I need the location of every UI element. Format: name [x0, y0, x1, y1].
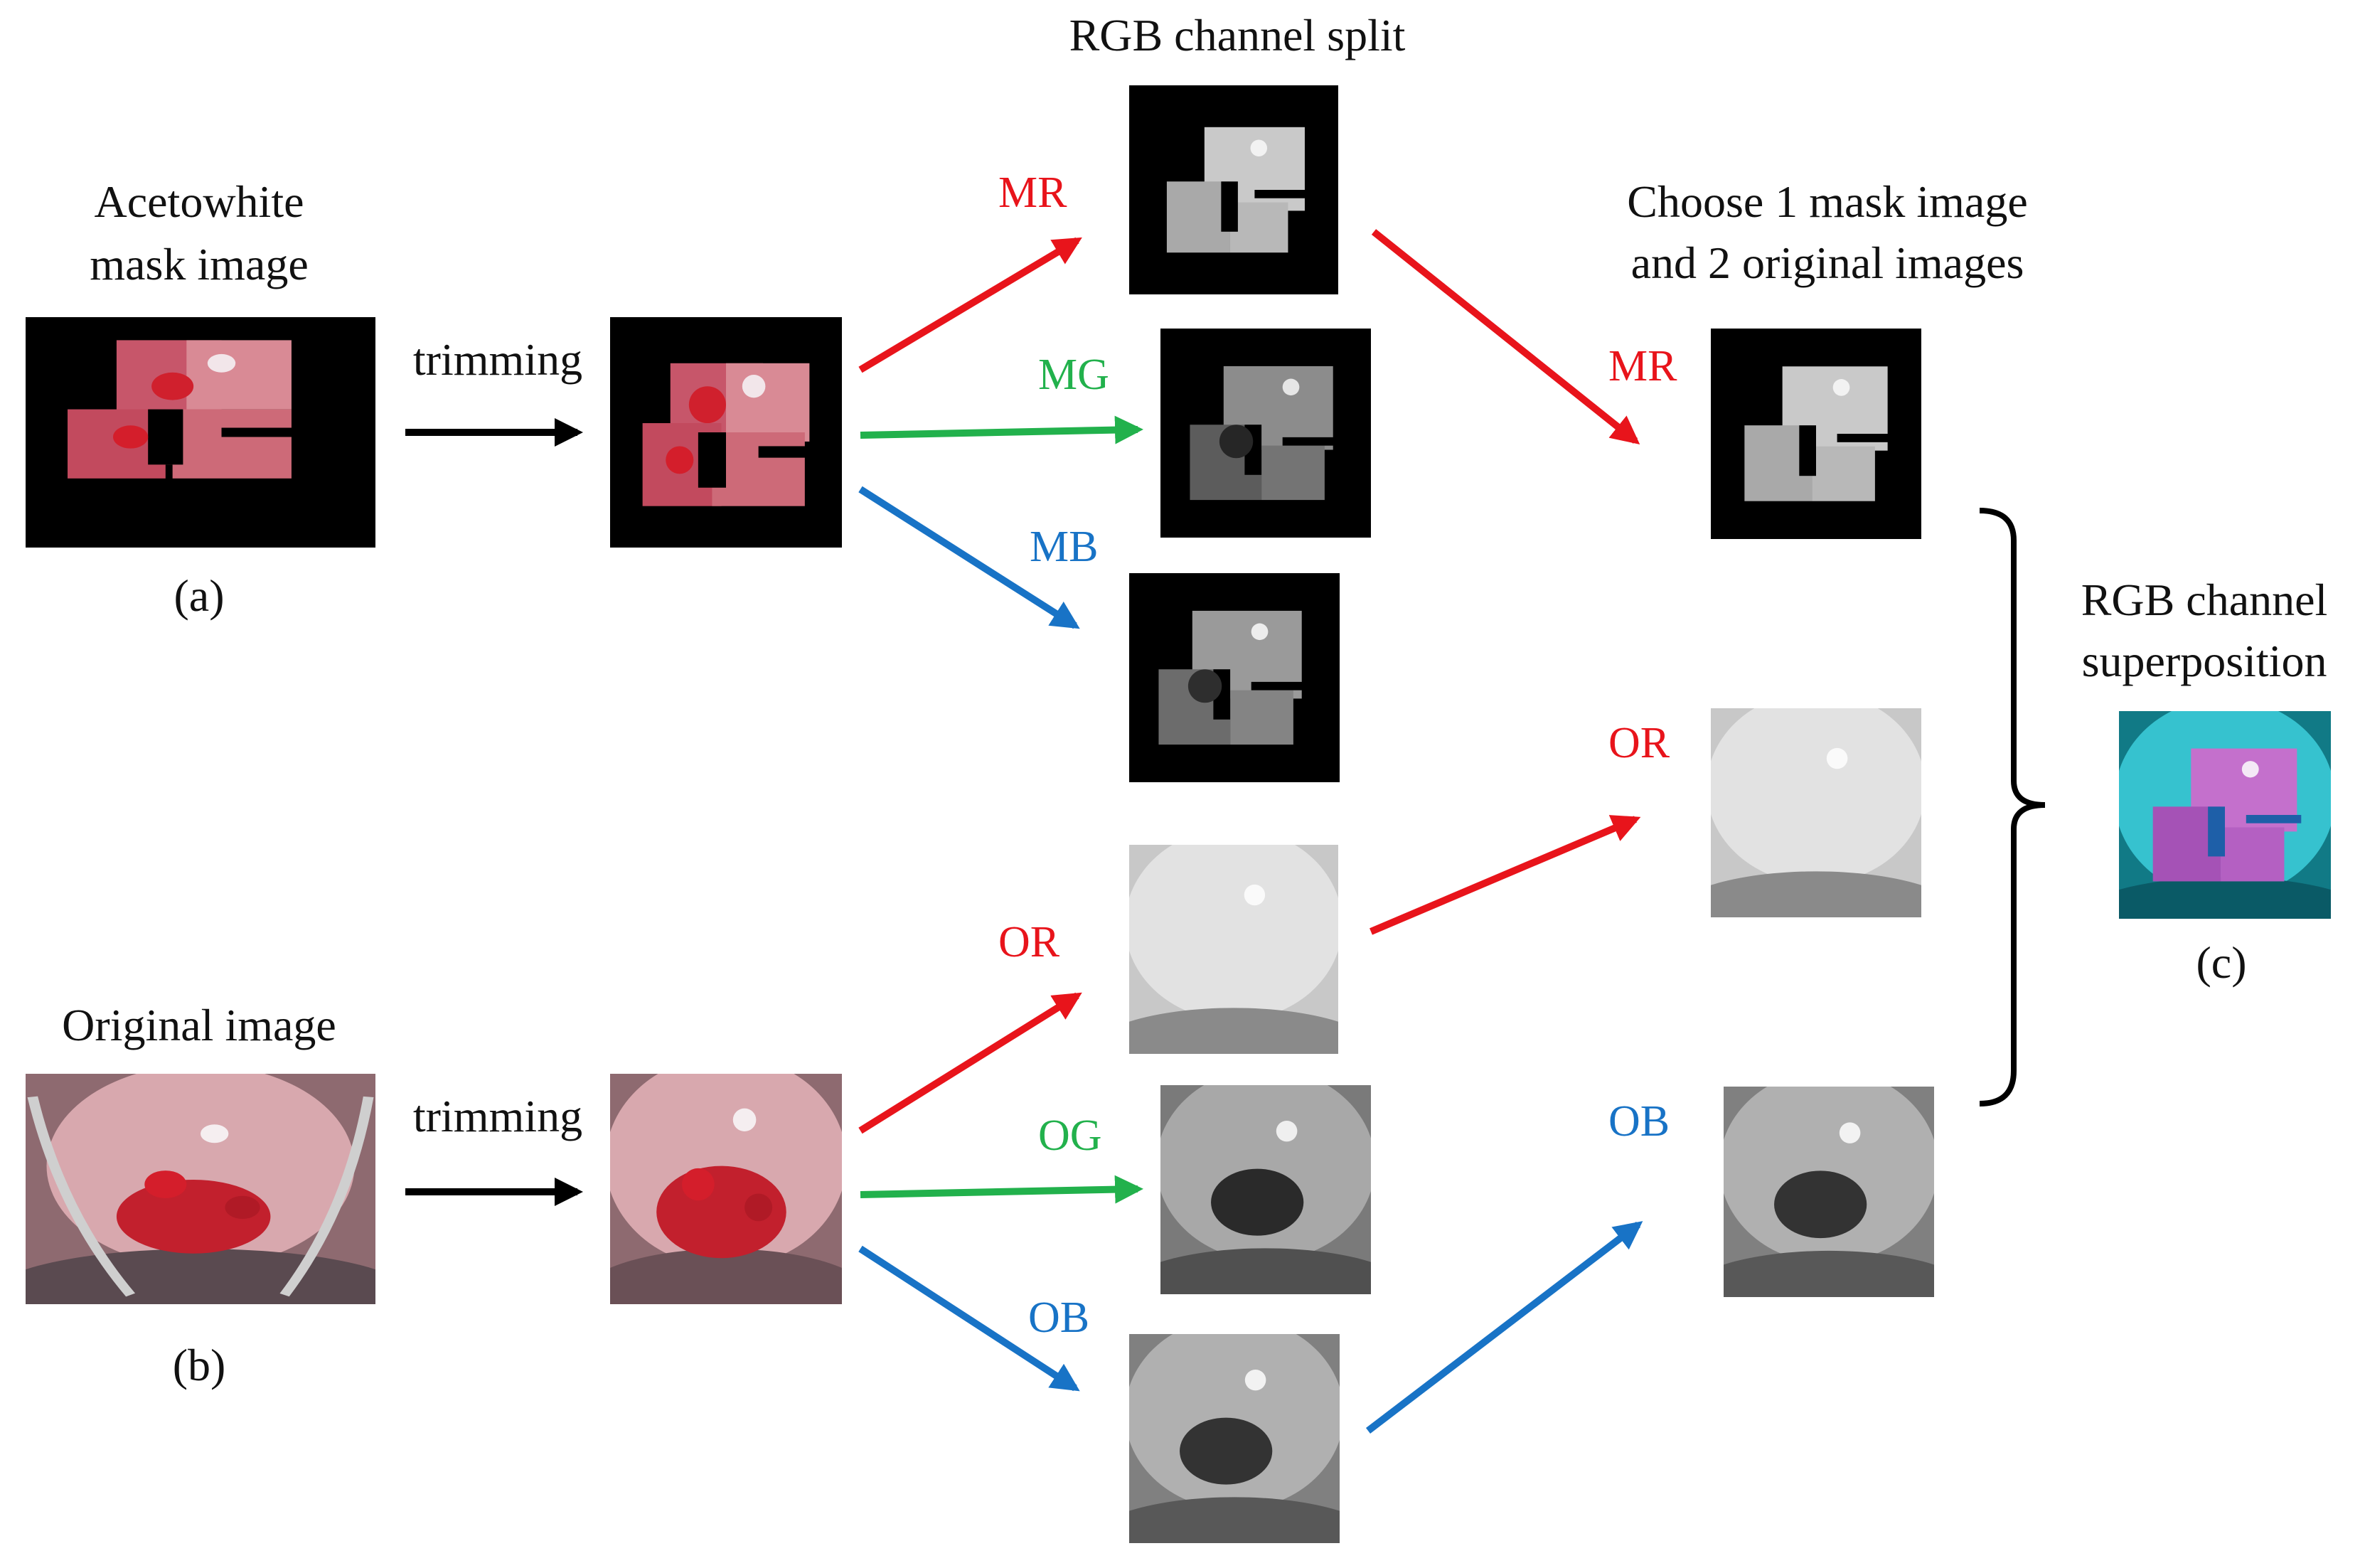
channel-label-og: OG — [1038, 1111, 1102, 1160]
mask-title-line1: Acetowhite — [94, 176, 304, 227]
split-image-ob — [1129, 1334, 1340, 1543]
channel-label-or: OR — [998, 918, 1060, 966]
chosen-image-mr — [1711, 329, 1921, 539]
arrow-select-mr — [1371, 229, 1640, 444]
panel-label-b: (b) — [172, 1340, 226, 1390]
arrow-to-mr — [858, 237, 1082, 373]
trimming-label-top: trimming — [412, 334, 583, 385]
superposition-line2: superposition — [2081, 636, 2327, 686]
channel-label-mr-chosen: MR — [1608, 342, 1677, 390]
rgb-split-title: RGB channel split — [1069, 10, 1406, 60]
split-image-mg — [1160, 329, 1371, 538]
trimming-label-bottom: trimming — [412, 1091, 583, 1141]
channel-label-mr: MR — [998, 169, 1067, 217]
choose-line2: and 2 original images — [1630, 238, 2024, 288]
split-image-mr — [1129, 85, 1338, 294]
original-image-full — [26, 1074, 375, 1304]
channel-label-ob: OB — [1028, 1294, 1090, 1342]
arrow-to-og — [860, 1175, 1143, 1204]
choose-line1: Choose 1 mask image — [1627, 176, 2028, 227]
superposition-line1: RGB channel — [2081, 575, 2328, 625]
channel-label-ob-chosen: OB — [1608, 1097, 1670, 1146]
split-image-or — [1129, 845, 1338, 1054]
channel-label-mg: MG — [1038, 351, 1109, 399]
superposition-image — [2119, 711, 2331, 919]
channel-label-mb: MB — [1030, 523, 1099, 571]
chosen-image-or — [1711, 708, 1921, 917]
chosen-image-ob — [1724, 1087, 1934, 1297]
panel-label-c: (c) — [2196, 937, 2247, 988]
panel-label-a: (a) — [173, 570, 225, 621]
arrow-to-mg — [860, 415, 1143, 444]
channel-label-or-chosen: OR — [1608, 719, 1670, 767]
split-image-og — [1160, 1085, 1371, 1294]
mask-image-full — [26, 317, 375, 548]
arrow-to-mb — [858, 486, 1080, 629]
arrow-to-ob — [858, 1245, 1080, 1392]
split-image-mb — [1129, 573, 1340, 782]
original-title: Original image — [62, 1000, 336, 1050]
mask-image-trimmed — [610, 317, 842, 548]
arrow-to-or — [858, 992, 1082, 1134]
arrow-select-ob — [1365, 1221, 1643, 1434]
mask-title-line2: mask image — [90, 239, 309, 289]
grouping-brace — [1979, 508, 2046, 1106]
original-image-trimmed — [610, 1074, 842, 1304]
arrow-select-or — [1370, 815, 1641, 935]
